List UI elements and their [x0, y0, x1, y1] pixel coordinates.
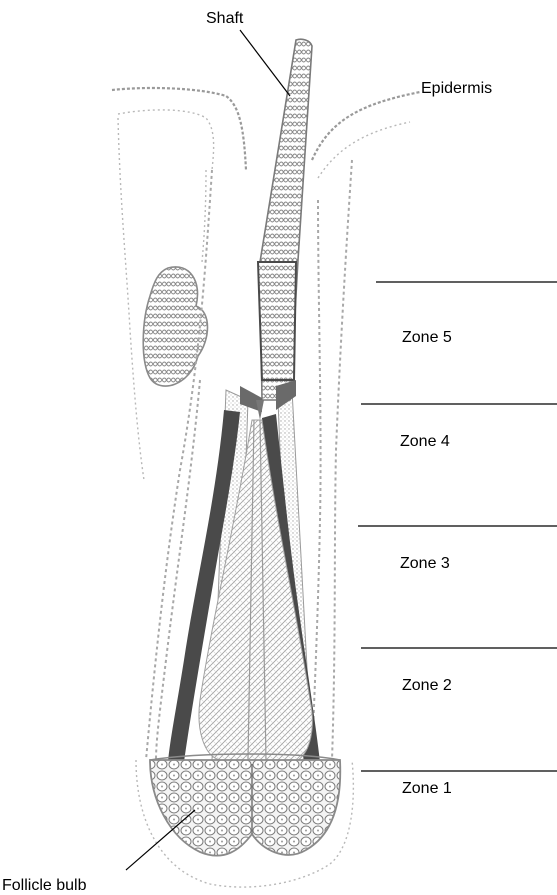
- follicle-bulb-shape: [136, 754, 353, 887]
- epidermis-label: Epidermis: [421, 80, 492, 97]
- zone-1-label: Zone 1: [402, 780, 452, 797]
- zone-2-label: Zone 2: [402, 677, 452, 694]
- epidermis-surface: [112, 88, 420, 178]
- follicle-bulb-label: Follicle bulb: [2, 877, 87, 894]
- shaft-label: Shaft: [206, 10, 244, 27]
- sebaceous-gland: [143, 267, 207, 386]
- zone-5-label: Zone 5: [402, 329, 452, 346]
- hair-shaft: [240, 39, 312, 420]
- zone-labels: Zone 5 Zone 4 Zone 3 Zone 2 Zone 1: [400, 329, 452, 797]
- shaft-leader-line: [240, 30, 290, 96]
- zone-3-label: Zone 3: [400, 555, 450, 572]
- zone-separators: [358, 282, 557, 771]
- zone-4-label: Zone 4: [400, 433, 450, 450]
